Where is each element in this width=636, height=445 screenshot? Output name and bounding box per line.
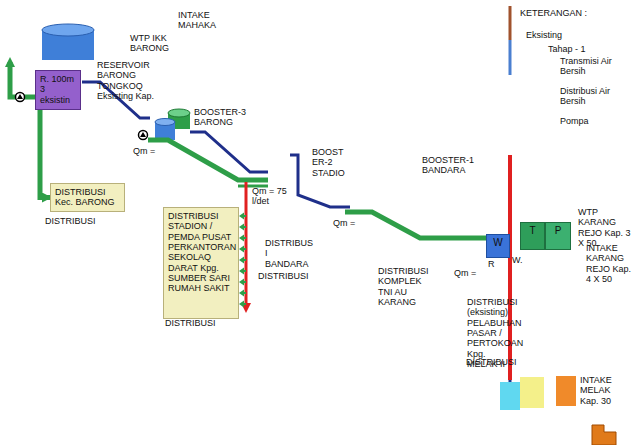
node-text: DISTRIBUSI Kec. BARONG — [55, 187, 120, 208]
wtp-label: WTP KARANG REJO Kap. 3 X 50 — [578, 207, 633, 248]
pump-symbol — [16, 93, 25, 102]
branch-arrowhead — [239, 301, 244, 308]
flow-label: Qm = 75 l/det — [252, 186, 292, 207]
branch-arrows — [239, 213, 246, 308]
legend-entry: Pompa — [560, 116, 620, 126]
branch-arrowhead — [239, 235, 244, 242]
transmission-pipe — [190, 132, 268, 172]
intake-label: INTAKE MAHAKA — [178, 10, 228, 31]
distribution-box: DISTRIBUSI Kec. BARONG — [50, 183, 125, 212]
distribution-label: DISTRIBUS I BANDARA — [265, 238, 303, 269]
distribution-pipe — [10, 62, 35, 97]
distribution-label: DISTRIBUSI — [45, 216, 105, 226]
legend-text: Tahap - 1 — [548, 44, 586, 54]
legend-text: Transmisi Air Bersih — [560, 56, 612, 76]
reservoir-box: R. 100m 3 eksistin — [35, 70, 81, 110]
booster-label: BOOST ER-2 STADIO — [312, 147, 346, 178]
intake-label: INTAKE MELAK Kap. 30 — [580, 375, 620, 406]
booster-label: BOOSTER-3 BARONG — [194, 107, 246, 128]
flow-label: Qm = — [333, 218, 363, 228]
branch-arrowhead — [239, 213, 244, 220]
unit-letter: W. — [512, 255, 526, 265]
distribution-label: DISTRIBUSI KOMPLEK TNI AU KARANG — [378, 266, 436, 307]
distribution-pipe — [345, 212, 490, 238]
reservoir-tank — [42, 24, 94, 60]
node-text: W — [488, 237, 508, 249]
distribution-label: DISTRIBUSI — [466, 357, 521, 367]
branch-arrowhead — [239, 246, 244, 253]
wtp-label: WTP IKK BARONG — [130, 33, 178, 54]
intake-label: INTAKE KARANG REJO Kap. 4 X 50 — [586, 243, 634, 284]
branch-arrowhead — [239, 268, 244, 275]
node-text: R. 100m 3 eksistin — [40, 74, 76, 105]
distribution-connector — [40, 110, 50, 198]
wtp-unit: T — [520, 222, 545, 250]
distribution-box: DISTRIBUSI STADION / PEMDA PUSAT PERKANT… — [163, 207, 239, 319]
flow-label: Qm = — [133, 146, 163, 156]
unit-letter: R — [488, 259, 498, 269]
legend-entry: Distribusi Air Bersih — [560, 86, 630, 107]
legend-title: KETERANGAN : — [520, 8, 600, 18]
legend-entry: Tahap - 1 — [548, 44, 608, 54]
branch-arrowhead — [239, 290, 244, 297]
reservoir-label: RESERVOIR BARONG TONGKOQ Eksisting Kap. — [97, 60, 169, 101]
legend-text: Pompa — [560, 116, 589, 126]
wtp-unit: P — [545, 222, 571, 250]
distribution-main — [245, 182, 248, 308]
branch-arrowhead — [239, 279, 244, 286]
distribution-label: DISTRIBUSI — [165, 318, 225, 328]
branch-arrowhead — [239, 257, 244, 264]
node-text: DISTRIBUSI STADION / PEMDA PUSAT PERKANT… — [168, 211, 234, 294]
legend-line-stage1 — [509, 40, 512, 75]
node-text: P — [547, 225, 569, 237]
pump-symbol — [139, 131, 148, 140]
legend-entry: Transmisi Air Bersih — [560, 56, 630, 77]
legend-text: Distribusi Air Bersih — [560, 86, 610, 106]
booster-tank — [155, 109, 190, 140]
distribution-pipe — [148, 140, 268, 180]
legend-text: Eksisting — [526, 30, 562, 40]
legend-entry: Eksisting — [526, 30, 596, 40]
booster-label: BOOSTER-1 BANDARA — [422, 155, 474, 176]
wtp-unit: W — [486, 234, 510, 258]
distribution-label: DISTRIBUSI — [258, 271, 318, 281]
flow-label: Qm = — [454, 268, 484, 278]
branch-arrowhead — [239, 224, 244, 231]
node-text: T — [522, 225, 543, 237]
legend-line-existing — [509, 6, 512, 40]
